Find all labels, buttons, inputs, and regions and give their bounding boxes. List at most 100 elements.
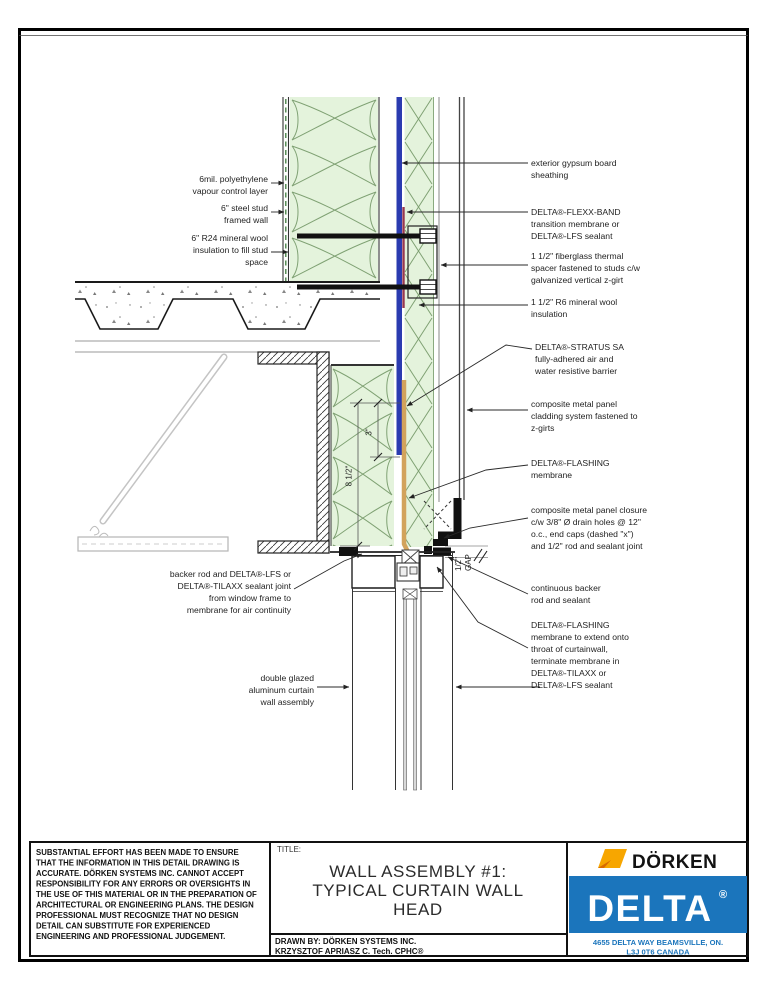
svg-text:6" R24 mineral wool: 6" R24 mineral wool <box>191 233 268 243</box>
steel-channel <box>257 351 330 554</box>
flexx-band-membrane <box>402 207 405 308</box>
svg-text:HEAD: HEAD <box>393 900 443 919</box>
r6-insulation <box>404 97 434 547</box>
svg-text:vapour control layer: vapour control layer <box>193 186 269 196</box>
svg-text:THAT THE INFORMATION IN THIS D: THAT THE INFORMATION IN THIS DETAIL DRAW… <box>36 859 239 868</box>
svg-text:THE USE OF THIS MATERIAL OR IN: THE USE OF THIS MATERIAL OR IN THE PREPA… <box>36 890 257 899</box>
svg-text:transition membrane or: transition membrane or <box>531 219 620 229</box>
soffit-insulation <box>330 364 394 546</box>
label-r6-insulation: 1 1/2" R6 mineral wool insulation <box>531 297 617 319</box>
svg-text:membrane: membrane <box>531 470 572 480</box>
label-flexx-band: DELTA®-FLEXX-BAND transition membrane or… <box>531 207 621 241</box>
svg-text:and 1/2" rod and sealant joint: and 1/2" rod and sealant joint <box>531 541 643 551</box>
label-exterior-gypsum: exterior gypsum board sheathing <box>531 158 617 180</box>
composite-metal-panel <box>458 97 465 500</box>
fastener-bolt <box>297 279 437 295</box>
svg-text:insulation to fill stud: insulation to fill stud <box>193 245 268 255</box>
label-panel-closure: composite metal panel closure c/w 3/8" Ø… <box>531 505 647 551</box>
svg-text:WALL ASSEMBLY #1:: WALL ASSEMBLY #1: <box>329 862 506 881</box>
svg-text:DETAIL CAN SUBSTITUTE FOR EXPE: DETAIL CAN SUBSTITUTE FOR EXPERIENCED <box>36 922 211 931</box>
svg-text:sheathing: sheathing <box>531 170 568 180</box>
svg-text:aluminum curtain: aluminum curtain <box>249 685 315 695</box>
svg-text:continuous backer: continuous backer <box>531 583 601 593</box>
svg-text:water resistive barrier: water resistive barrier <box>534 366 617 376</box>
svg-text:composite metal panel closure: composite metal panel closure <box>531 505 647 515</box>
gap-annotation: 1/2" GAP <box>454 548 488 571</box>
drawn-by-text: DRAWN BY: DÖRKEN SYSTEMS INC. KRZYSZTOF … <box>275 937 424 956</box>
svg-text:composite metal panel: composite metal panel <box>531 399 617 409</box>
gap-word-text: GAP <box>464 554 473 571</box>
thermal-spacer-z-girt <box>407 225 438 299</box>
dimension-3in: 3" <box>365 428 374 435</box>
label-double-glazed: double glazed aluminum curtain wall asse… <box>249 673 315 707</box>
label-steel-stud: 6" steel stud framed wall <box>221 203 268 225</box>
drawing-title: WALL ASSEMBLY #1: TYPICAL CURTAIN WALL H… <box>312 862 523 919</box>
svg-text:RESPONSIBILITY FOR ANY ERRORS: RESPONSIBILITY FOR ANY ERRORS OR OVERSIG… <box>36 880 251 889</box>
svg-text:ARCHITECTURAL OR ENGINEERING P: ARCHITECTURAL OR ENGINEERING PLANS. THE … <box>36 901 254 910</box>
dimension-8-5in: 8 1/2" <box>345 466 354 487</box>
svg-text:o.c., end caps (dashed "x"): o.c., end caps (dashed "x") <box>531 529 634 539</box>
svg-text:membrane for air continuity: membrane for air continuity <box>187 605 292 615</box>
svg-text:spacer fastened to studs c/w: spacer fastened to studs c/w <box>531 263 641 273</box>
svg-text:fully-adhered air and: fully-adhered air and <box>535 354 614 364</box>
label-vapour-control: 6mil. polyethylene vapour control layer <box>193 174 269 196</box>
title-label: TITLE: <box>277 845 301 854</box>
label-r24-insulation: 6" R24 mineral wool insulation to fill s… <box>191 233 268 267</box>
sealant-blob <box>424 546 432 554</box>
delta-blue-band <box>569 876 747 933</box>
end-cap-dashed-x <box>423 500 452 530</box>
dorken-logo-icon-fold <box>598 860 611 868</box>
gap-size-text: 1/2" <box>454 557 463 571</box>
stratus-sa-membrane <box>396 97 402 455</box>
fastener-bolt <box>297 228 437 244</box>
svg-text:DELTA®-TILAXX sealant joint: DELTA®-TILAXX sealant joint <box>178 581 292 591</box>
svg-text:z-girts: z-girts <box>531 423 554 433</box>
brand-address-line2: L3J 0T6 CANADA <box>626 948 690 957</box>
label-backer-rod-joint: backer rod and DELTA®-LFS or DELTA®-TILA… <box>170 569 292 615</box>
svg-text:throat of curtainwall,: throat of curtainwall, <box>531 644 608 654</box>
dorken-wordmark: DÖRKEN <box>632 852 717 873</box>
svg-text:6mil. polyethylene: 6mil. polyethylene <box>199 174 268 184</box>
svg-text:ACCURATE. DÖRKEN SYSTEMS INC.: ACCURATE. DÖRKEN SYSTEMS INC. CANNOT ACC… <box>36 869 244 878</box>
svg-text:ENGINEERING AND PROFESSIONAL J: ENGINEERING AND PROFESSIONAL JUDGEMENT. <box>36 932 225 941</box>
sealant-blob <box>339 547 358 556</box>
svg-text:galvanized vertical z-girt: galvanized vertical z-girt <box>531 275 624 285</box>
svg-text:double glazed: double glazed <box>260 673 314 683</box>
svg-text:insulation: insulation <box>531 309 568 319</box>
svg-text:DELTA®-TILAXX or: DELTA®-TILAXX or <box>531 668 606 678</box>
concrete-slab-steel-deck <box>75 281 380 353</box>
leader-lines <box>271 160 540 690</box>
z-girt-fasteners <box>297 97 440 502</box>
svg-text:backer rod and DELTA®-LFS or: backer rod and DELTA®-LFS or <box>170 569 291 579</box>
annotation-labels: exterior gypsum board sheathing DELTA®-F… <box>170 158 647 707</box>
svg-text:DELTA®-FLASHING: DELTA®-FLASHING <box>531 620 610 630</box>
label-flashing-membrane: DELTA®-FLASHING membrane <box>531 458 610 480</box>
delta-registered-mark: ® <box>719 889 727 901</box>
dorken-logo-icon <box>598 849 627 868</box>
svg-text:cladding system fastened to: cladding system fastened to <box>531 411 638 421</box>
svg-text:exterior gypsum board: exterior gypsum board <box>531 158 617 168</box>
label-thermal-spacer: 1 1/2" fiberglass thermal spacer fastene… <box>531 251 641 285</box>
svg-text:DELTA®-LFS sealant: DELTA®-LFS sealant <box>531 680 613 690</box>
svg-text:wall assembly: wall assembly <box>260 697 315 707</box>
delta-wordmark: DELTA <box>587 888 712 929</box>
svg-text:membrane to extend onto: membrane to extend onto <box>531 632 629 642</box>
svg-text:TYPICAL CURTAIN WALL: TYPICAL CURTAIN WALL <box>312 881 523 900</box>
brand-box <box>566 841 749 957</box>
label-stratus-sa: DELTA®-STRATUS SA fully-adhered air and … <box>534 342 624 376</box>
svg-text:terminate membrane in: terminate membrane in <box>531 656 620 666</box>
svg-text:DELTA®-FLASHING: DELTA®-FLASHING <box>531 458 610 468</box>
svg-text:DRAWN BY: DÖRKEN SYSTEMS INC.: DRAWN BY: DÖRKEN SYSTEMS INC. <box>275 937 416 946</box>
svg-text:DELTA®-LFS sealant: DELTA®-LFS sealant <box>531 231 613 241</box>
svg-text:DELTA®-STRATUS SA: DELTA®-STRATUS SA <box>535 342 624 352</box>
dimensions: 3" 8 1/2" <box>340 398 400 551</box>
stud-wall-insulation <box>282 97 380 281</box>
disclaimer-text: SUBSTANTIAL EFFORT HAS BEEN MADE TO ENSU… <box>36 848 257 941</box>
label-metal-panel-cladding: composite metal panel cladding system fa… <box>531 399 638 433</box>
svg-text:SUBSTANTIAL EFFORT HAS BEEN MA: SUBSTANTIAL EFFORT HAS BEEN MADE TO ENSU… <box>36 848 239 857</box>
svg-text:from window frame to: from window frame to <box>209 593 291 603</box>
svg-text:1 1/2" R6 mineral wool: 1 1/2" R6 mineral wool <box>531 297 617 307</box>
svg-text:KRZYSZTOF APRIASZ C. Tech. CPH: KRZYSZTOF APRIASZ C. Tech. CPHC® <box>275 947 424 956</box>
brand-address-line1: 4655 DELTA WAY BEAMSVILLE, ON. <box>593 938 723 947</box>
